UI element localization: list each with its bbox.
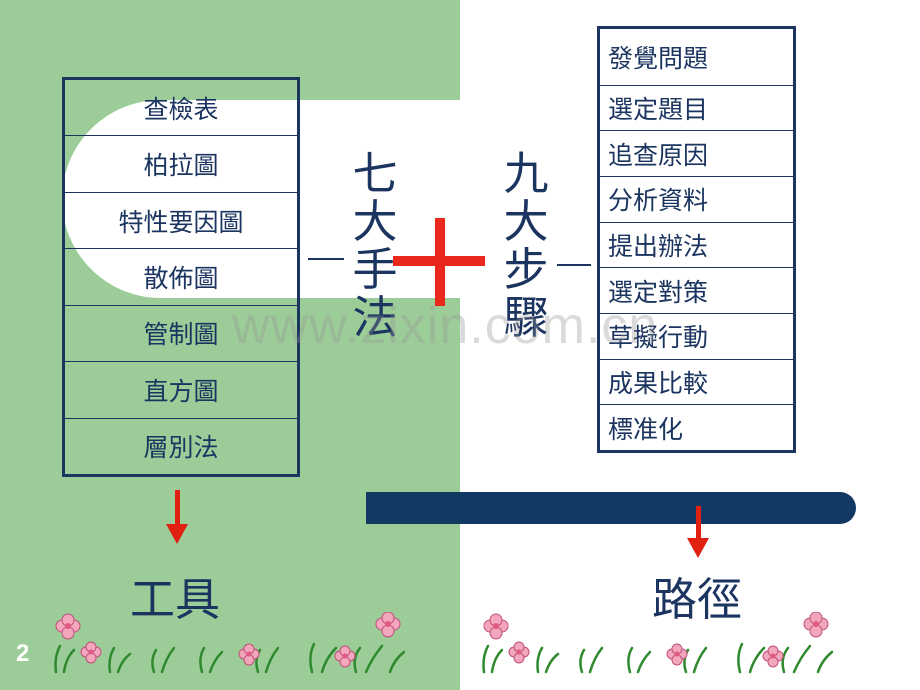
arrow-down-icon-shaft [696,506,701,540]
flower-grass-left [54,612,406,674]
navy-bar [366,492,856,524]
tool-item: 查檢表 [143,94,219,124]
vertical-char: 七 [352,147,398,200]
steps-table: 發覺問題 選定題目 追查原因 分析資料 提出辦法 選定對策 草擬行動 成果比較 … [597,26,796,453]
tools-table: 查檢表 柏拉圖 特性要因圖 散佈圖 管制圖 直方圖 層別法 [62,77,300,477]
plus-sign-vertical [435,218,445,306]
vertical-char: 手 [352,243,398,296]
step-item: 標准化 [600,404,793,450]
step-item: 發覺問題 [608,43,709,73]
vertical-char: 步 [503,243,549,296]
arrow-down-icon [166,524,188,544]
flower-grass-right [482,612,834,674]
vertical-char: 九 [503,147,549,200]
tool-item: 散佈圖 [65,248,297,304]
vertical-char: 大 [503,195,549,248]
step-item: 分析資料 [600,176,793,222]
step-item: 追查原因 [600,130,793,176]
tool-item: 管制圖 [65,304,297,361]
step-item: 選定題目 [600,84,793,131]
vertical-char: 大 [352,195,398,248]
step-item: 選定對策 [600,267,793,313]
step-item: 草擬行動 [600,313,793,359]
step-item: 成果比較 [600,358,793,405]
tool-item: 柏拉圖 [65,135,297,191]
tool-item: 層別法 [65,417,297,474]
step-item: 提出辦法 [600,221,793,268]
vertical-char: 驟 [503,291,549,344]
arrow-down-icon-shaft [175,490,180,526]
arrow-down-icon [687,538,709,558]
tool-item: 特性要因圖 [65,191,297,248]
tool-item: 直方圖 [65,361,297,417]
nine-steps-label: 九 大 步 驟 [499,150,553,342]
vertical-char: 法 [352,291,398,344]
connector-dash-right [557,264,591,266]
page-number: 2 [16,640,30,667]
path-label: 路徑 [652,573,743,626]
watermark: www.zixin.com.cn [232,297,659,355]
seven-techniques-label: 七 大 手 法 [348,150,402,342]
connector-dash-left [308,258,344,260]
tools-label: 工具 [130,573,221,626]
